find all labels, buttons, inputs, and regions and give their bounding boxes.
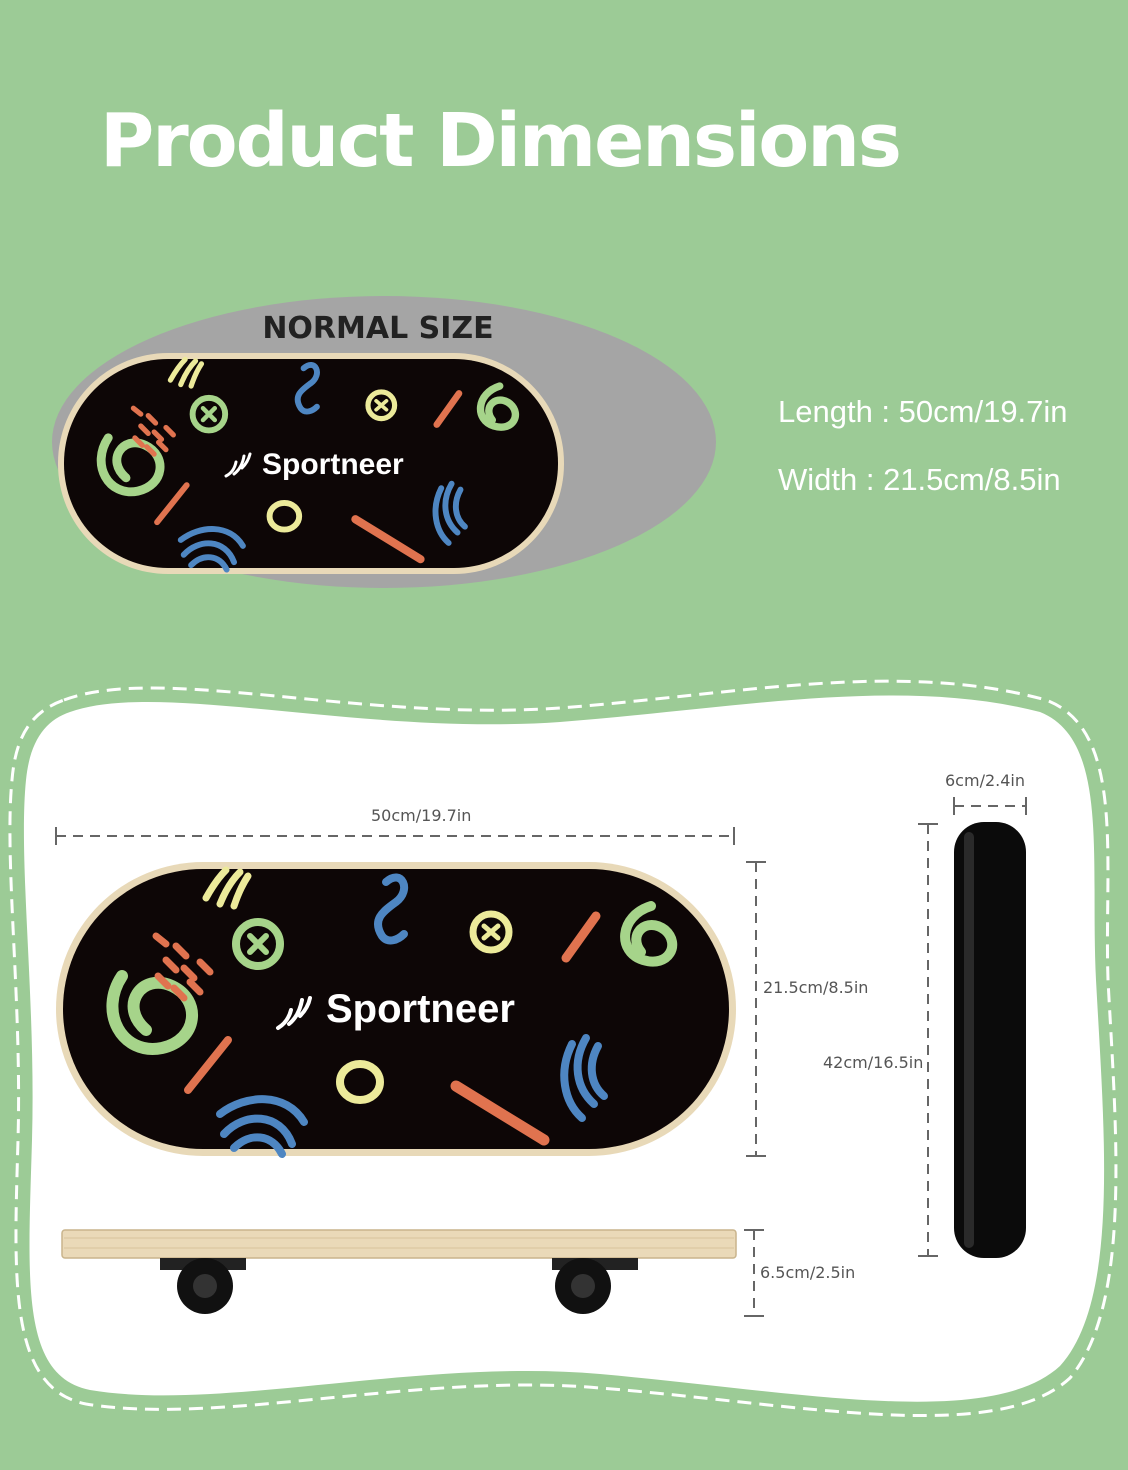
board-length-label: 50cm/19.7in bbox=[371, 806, 472, 825]
width-spec: Width : 21.5cm/8.5in bbox=[778, 462, 1061, 497]
board-side-view bbox=[61, 1229, 737, 1314]
sportneer-logo-large: Sportneer bbox=[276, 987, 515, 1031]
board-height-label: 6.5cm/2.5in bbox=[760, 1263, 856, 1282]
roller bbox=[954, 822, 1026, 1258]
normal-size-label: NORMAL SIZE bbox=[262, 311, 493, 346]
wheel-right bbox=[552, 1258, 638, 1314]
diagram-panel-dashed-border bbox=[8, 679, 1118, 1417]
page-title: Product Dimensions bbox=[100, 98, 902, 184]
sportneer-logo-small: Sportneer bbox=[224, 448, 404, 481]
brand-name-large: Sportneer bbox=[326, 987, 515, 1031]
wheel-left bbox=[160, 1258, 246, 1314]
board-width-label: 21.5cm/8.5in bbox=[763, 978, 869, 997]
normal-size-board bbox=[58, 353, 564, 574]
brand-name-small: Sportneer bbox=[262, 448, 404, 481]
roller-length-label: 42cm/16.5in bbox=[823, 1053, 924, 1072]
roller-diameter-label: 6cm/2.4in bbox=[945, 771, 1025, 790]
length-spec: Length : 50cm/19.7in bbox=[778, 394, 1068, 429]
board-top-view bbox=[56, 862, 736, 1156]
